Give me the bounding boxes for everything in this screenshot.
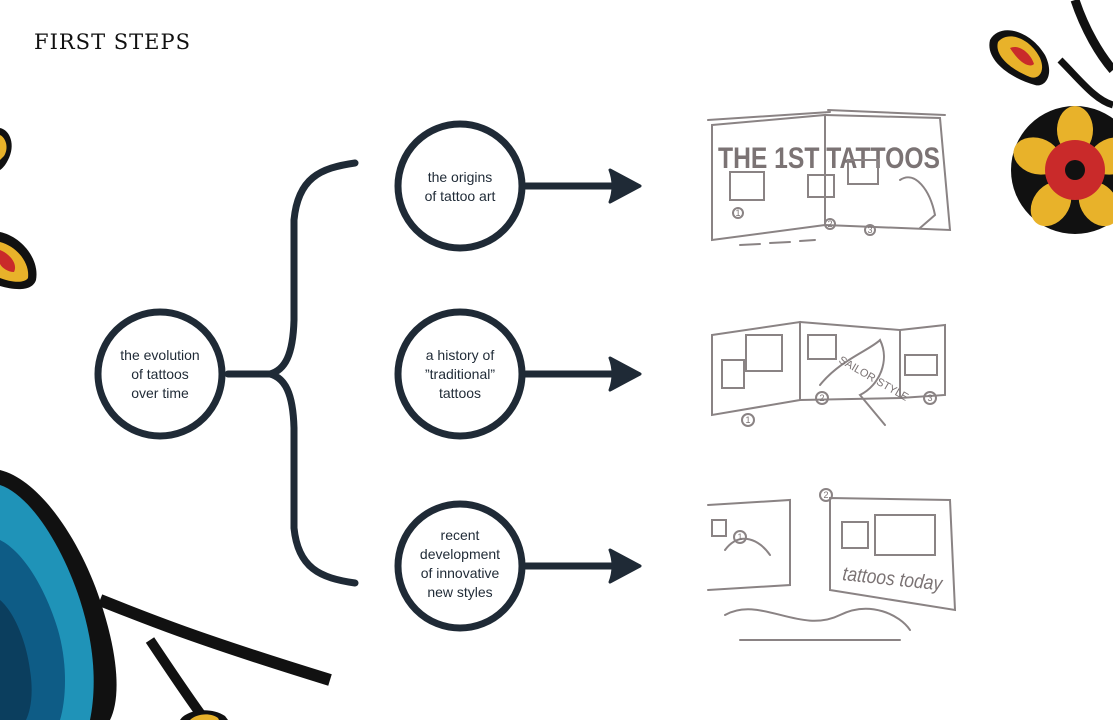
branch-node-2-label: a history of ”traditional” tattoos xyxy=(405,346,515,403)
nodes xyxy=(94,120,526,632)
branch-3-line-3: of innovative xyxy=(420,565,500,581)
arrowhead-1 xyxy=(608,168,642,204)
arrowheads xyxy=(608,168,642,584)
page-title: FIRST STEPS xyxy=(34,30,191,54)
branch-3-line-1: recent xyxy=(440,527,480,543)
root-line-3: over time xyxy=(131,385,189,401)
branch-node-2 xyxy=(394,308,526,440)
arrowhead-2 xyxy=(608,356,642,392)
root-line-1: the evolution xyxy=(120,347,200,363)
arrowhead-3 xyxy=(608,548,642,584)
branch-icon xyxy=(145,637,210,720)
decoration-bird-wing xyxy=(0,470,332,720)
branch-1-line-2: of tattoo art xyxy=(424,188,496,204)
sketch-1-heading: THE 1ST TATTOOS xyxy=(718,142,940,175)
branch-icon xyxy=(97,594,332,686)
petal-icon xyxy=(0,242,29,282)
decoration-top-right-flower xyxy=(989,0,1113,234)
branch-node-3-label: recent development of innovative new sty… xyxy=(405,526,515,602)
wing-icon xyxy=(0,600,32,720)
sketch-2: SAILOR STYLE xyxy=(711,320,946,427)
branch-2-line-2: ”traditional” xyxy=(424,366,496,382)
branch-2-line-1: a history of xyxy=(425,347,495,363)
root-line-2: of tattoos xyxy=(131,366,189,382)
branch-2-line-3: tattoos xyxy=(438,385,482,401)
petal-icon xyxy=(190,714,219,720)
decoration-left-petals xyxy=(0,128,37,290)
branch-1-line-1: the origins xyxy=(427,169,493,185)
sketch-1: THE 1ST TATTOOS xyxy=(707,109,952,246)
petal-icon xyxy=(0,135,7,160)
branch-3-line-4: new styles xyxy=(427,584,493,600)
branch-node-3 xyxy=(394,500,526,632)
branch-node-1-label: the origins of tattoo art xyxy=(405,168,515,206)
petal-icon xyxy=(1010,46,1034,66)
brace-connector xyxy=(256,159,359,587)
connector-group xyxy=(224,159,616,587)
root-node xyxy=(94,308,226,440)
branch-icon xyxy=(1057,57,1113,109)
root-node-label: the evolution of tattoos over time xyxy=(105,346,215,403)
sketch-3-heading: tattoos today xyxy=(841,563,944,595)
sketch-3: tattoos today xyxy=(707,488,957,641)
branch-icon xyxy=(1070,0,1113,73)
branch-node-1 xyxy=(394,120,526,252)
branch-3-line-2: development xyxy=(419,546,501,562)
petal-icon xyxy=(0,250,16,272)
